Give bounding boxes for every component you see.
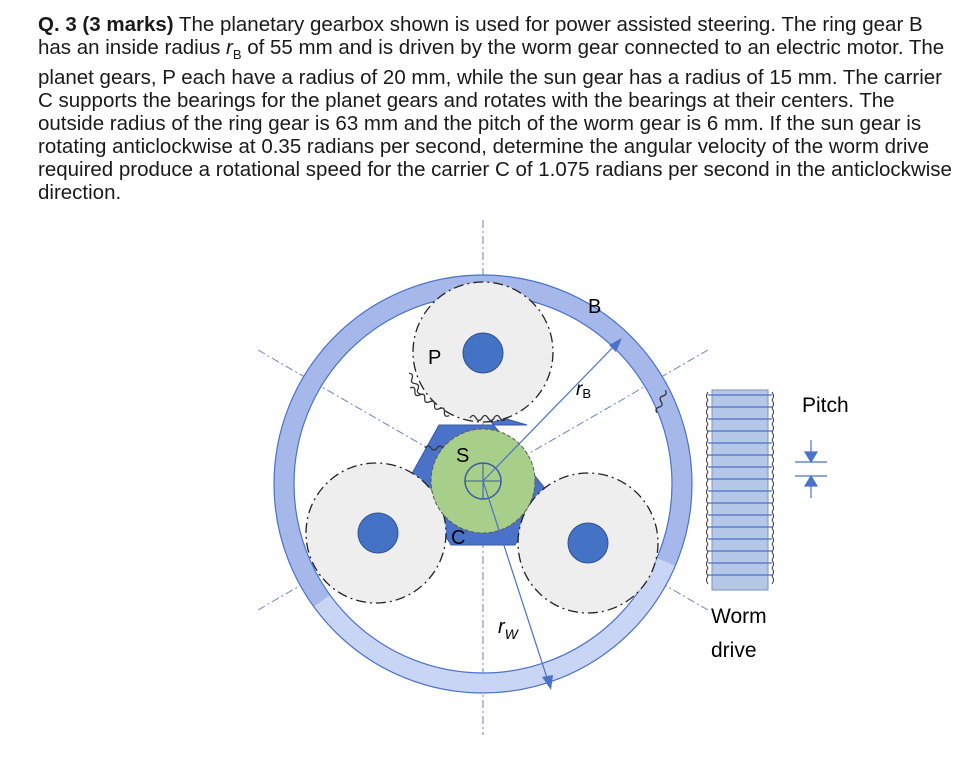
rb-symbol: r — [226, 36, 233, 59]
label-pitch: Pitch — [802, 394, 849, 417]
planet-gears — [305, 281, 659, 614]
label-rb: rB — [576, 379, 591, 401]
bearing-top — [462, 332, 504, 374]
question-part-2: of 55 mm and is driven by the worm gear … — [38, 36, 952, 205]
rb-subscript: B — [232, 47, 242, 63]
label-worm: Worm — [711, 605, 767, 628]
rb-radius-arrow — [482, 338, 622, 482]
question-text: Q. 3 (3 marks) The planetary gearbox sho… — [38, 13, 958, 204]
gear-teeth — [408, 372, 667, 451]
question-part-1: The planetary gearbox shown is used for … — [38, 13, 923, 59]
bearing-left — [357, 512, 399, 554]
bearing-right — [567, 522, 609, 564]
worm-drive — [706, 389, 774, 591]
pitch-dimension — [795, 440, 827, 498]
label-rw: rW — [498, 616, 520, 642]
label-c: C — [451, 527, 465, 549]
label-s: S — [456, 445, 469, 467]
label-b: B — [588, 296, 601, 318]
question-heading: Q. 3 (3 marks) — [38, 13, 174, 36]
rw-radius-arrow — [482, 480, 553, 690]
label-drive: drive — [711, 639, 757, 662]
label-p: P — [428, 347, 441, 369]
